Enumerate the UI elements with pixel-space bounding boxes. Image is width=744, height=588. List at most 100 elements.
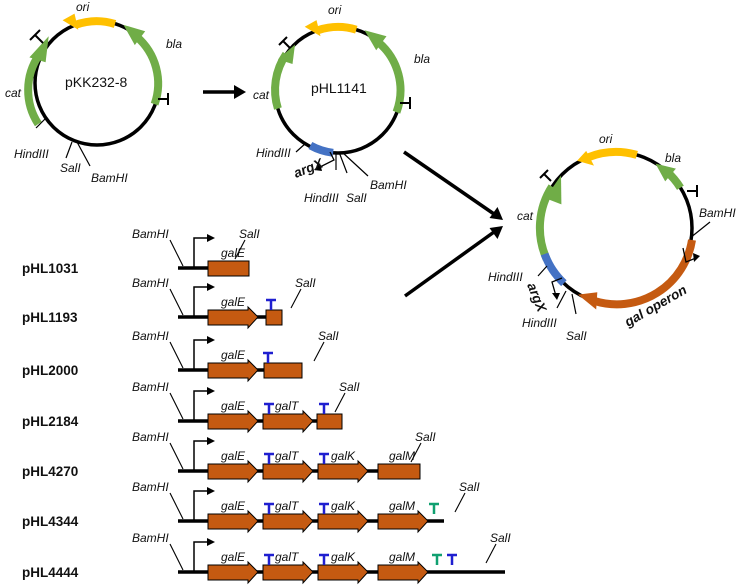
construct-name: pHL4270	[22, 464, 78, 479]
terminator-icon	[263, 351, 273, 363]
arrow-to-phl1141-head	[234, 85, 246, 99]
sali-site	[234, 239, 246, 260]
argx-promoter	[317, 151, 335, 169]
sali-site	[485, 543, 497, 564]
construct-list: pHL1031BamHIgalESalIpHL1193BamHIgalESalI…	[22, 227, 511, 585]
bamhi-site	[169, 492, 184, 520]
terminator-left	[29, 29, 44, 44]
cat-arc	[271, 51, 290, 110]
hindiii-site-right	[556, 290, 567, 309]
gene-label: galM	[389, 449, 415, 463]
bla-label: bla	[414, 52, 430, 66]
ori-arc	[317, 23, 358, 34]
gene-arrow	[262, 509, 314, 534]
bamhi-label: BamHI	[132, 430, 169, 444]
cat-arc	[535, 184, 556, 261]
argx-promoter-head	[314, 163, 322, 171]
promoter-arrow	[193, 490, 208, 521]
sali-label: SalI	[459, 480, 480, 494]
terminator-right	[687, 185, 698, 197]
cat-arrowhead	[545, 175, 562, 205]
terminator-left	[539, 169, 552, 182]
gene-label: galT	[275, 499, 300, 513]
promoter-arrowhead	[207, 538, 215, 546]
bla-arc	[133, 33, 163, 106]
gene-arrow	[377, 509, 429, 534]
gene-arrow	[317, 509, 369, 534]
gene-label: galK	[331, 499, 356, 513]
gene-arrow	[207, 358, 259, 383]
sali-label: SalI	[295, 276, 316, 290]
cat-arrowhead	[278, 44, 295, 64]
gal-operon-arc	[593, 239, 696, 309]
bamhi-site	[169, 392, 184, 420]
gene-arrow	[207, 459, 259, 484]
ori-arrowhead	[62, 13, 79, 30]
bamhi-label: BamHI	[132, 276, 169, 290]
gene-arrow	[317, 459, 369, 484]
terminator-icon	[447, 553, 457, 565]
gal-promoter-head	[693, 253, 700, 262]
bamhi-label: BamHI	[699, 206, 736, 220]
gene-label: galT	[275, 449, 300, 463]
construct-name: pHL2000	[22, 363, 78, 378]
ori-arrowhead	[577, 150, 594, 166]
construct-name: pHL1031	[22, 261, 79, 276]
plasmid-phl1141: ori bla cat pHL1141 HindIII argX HindIII…	[253, 3, 430, 205]
sali-site	[571, 293, 577, 315]
gene-box	[263, 362, 303, 379]
plasmid-final: ori bla cat BamHI HindIII argX HindIII S…	[488, 132, 736, 343]
hindiii-label-left: HindIII	[256, 146, 291, 160]
terminator-icon	[264, 553, 274, 565]
gene-arrow	[262, 459, 314, 484]
arrow-constructs-to-final	[403, 230, 496, 298]
sali-label: SalI	[490, 531, 511, 545]
sali-label: SalI	[346, 191, 367, 205]
sali-site	[290, 288, 302, 309]
promoter-arrowhead	[207, 487, 215, 495]
sali-label: SalI	[60, 161, 81, 175]
bla-arrowhead	[123, 24, 146, 46]
gene-label: galT	[275, 550, 300, 564]
promoter-arrowhead	[207, 234, 215, 242]
gene-box	[316, 413, 343, 430]
terminator-icon	[319, 553, 329, 565]
promoter-arrowhead	[207, 283, 215, 291]
sali-site	[65, 141, 73, 159]
bamhi-site	[169, 442, 184, 470]
cat-arc	[24, 52, 43, 127]
gal-operon-arrowhead	[578, 292, 598, 310]
plasmid-pkk232-8: ori bla cat pKK232-8 HindIII SalI BamHI	[5, 0, 182, 185]
argx-promoter-head	[552, 293, 560, 300]
argx-arc	[308, 141, 334, 157]
terminator-right	[400, 97, 411, 109]
bamhi-label: BamHI	[132, 380, 169, 394]
hindiii-site-left	[537, 265, 548, 277]
terminator-icon	[432, 553, 442, 565]
gene-label: galE	[221, 550, 246, 564]
ori-label: ori	[76, 0, 90, 14]
gene-arrow	[317, 560, 369, 585]
ori-label: ori	[599, 132, 613, 146]
bamhi-site	[689, 221, 711, 239]
promoter-arrowhead	[207, 336, 215, 344]
terminator-icon	[264, 452, 274, 464]
bamhi-site	[341, 151, 369, 177]
hindiii-label-right: HindIII	[522, 316, 557, 330]
ori-label: ori	[328, 3, 342, 17]
sali-label: SalI	[318, 329, 339, 343]
bamhi-label: BamHI	[91, 171, 128, 185]
cat-label: cat	[253, 88, 270, 102]
terminator-icon	[319, 402, 329, 414]
construct-name: pHL2184	[22, 414, 79, 429]
plasmid-name: pHL1141	[311, 80, 367, 96]
terminator-icon	[264, 402, 274, 414]
gene-box	[377, 463, 421, 480]
gene-box	[265, 309, 283, 326]
